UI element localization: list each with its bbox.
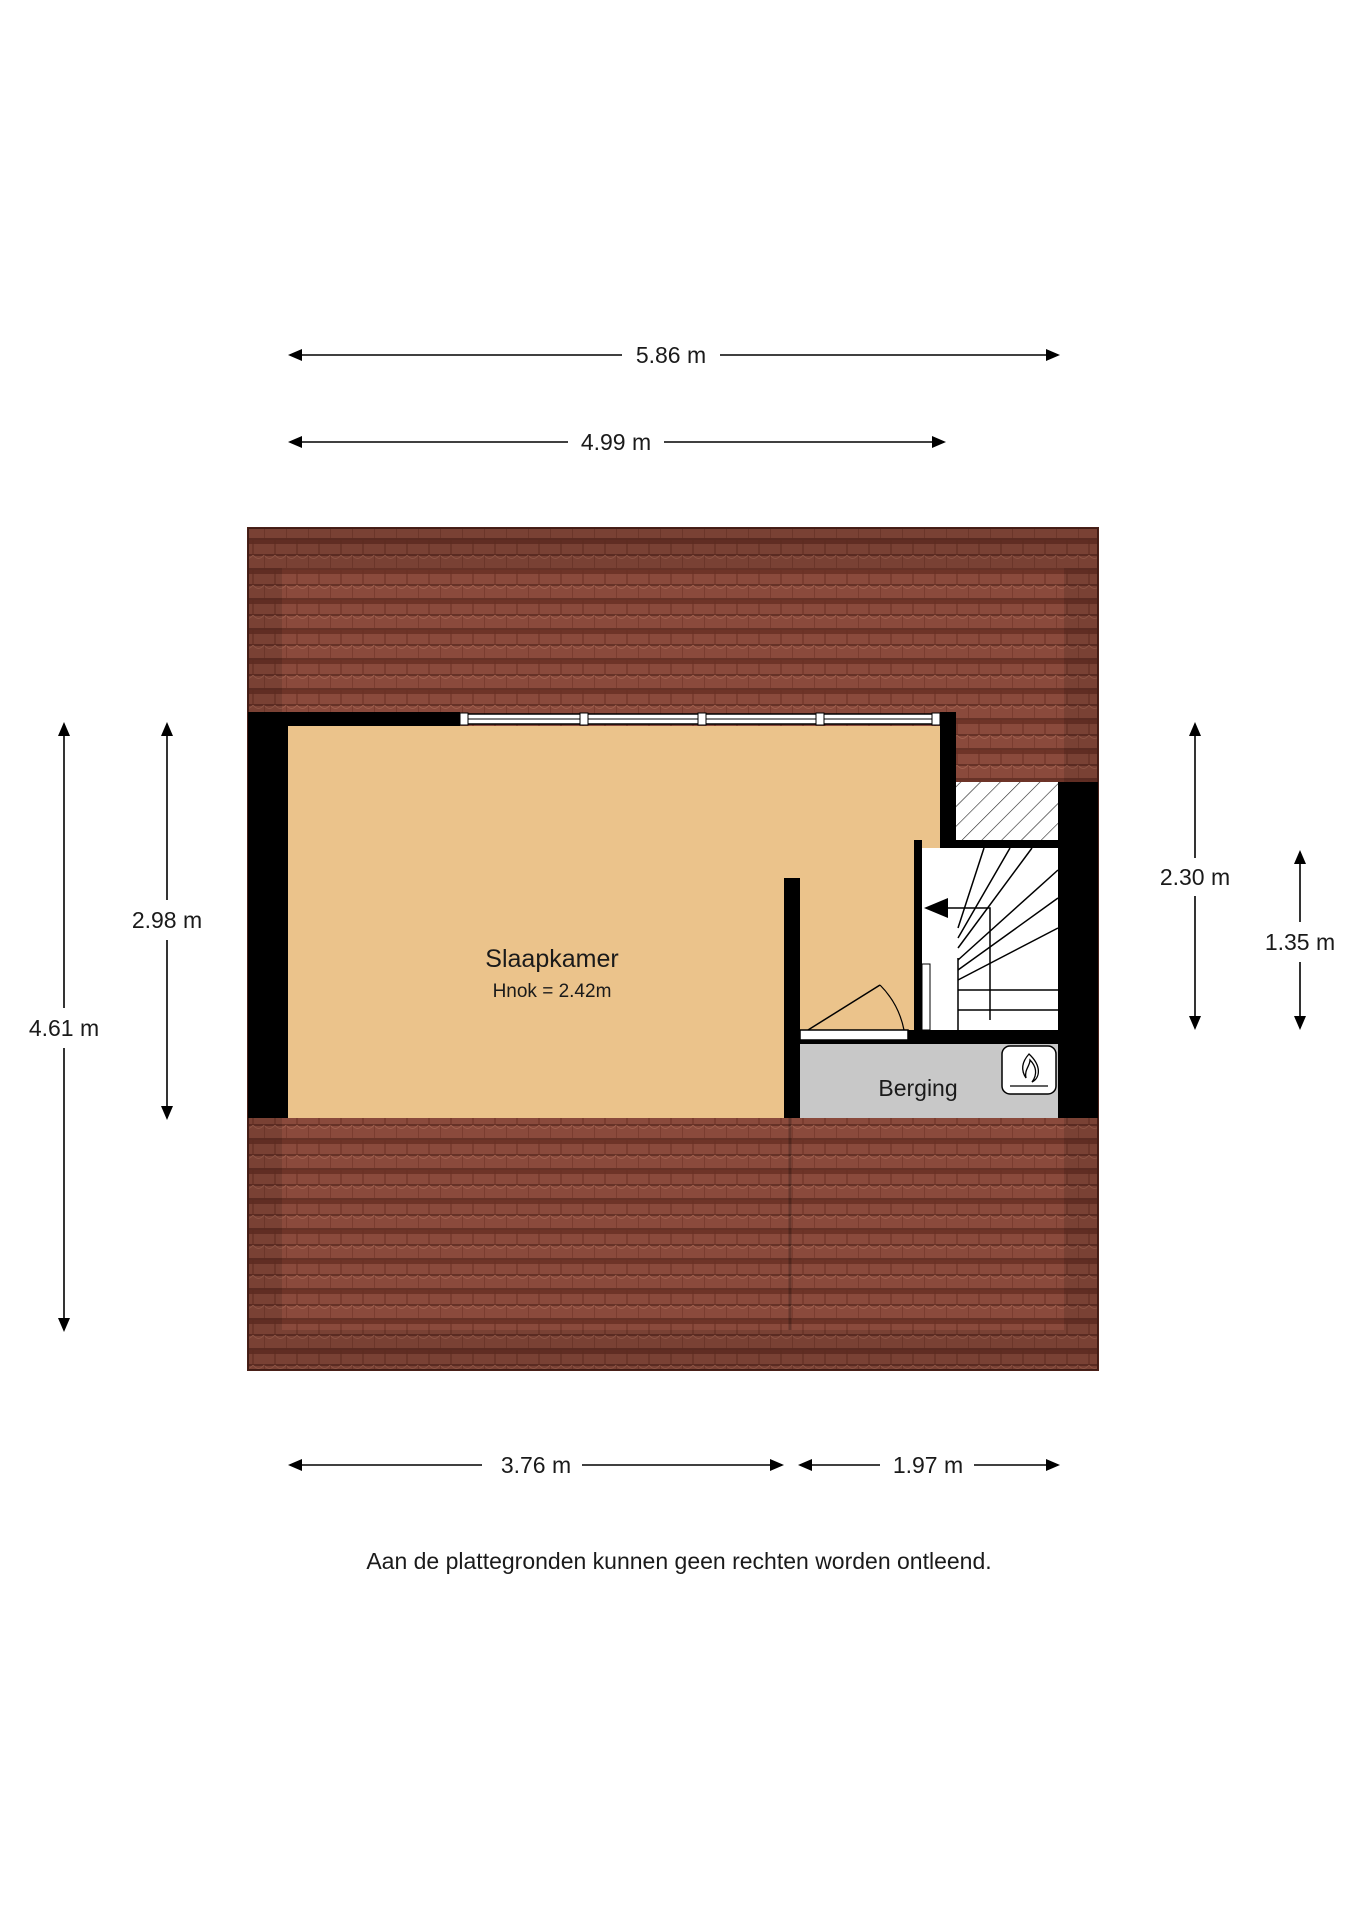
- window: [459, 712, 941, 726]
- storage-name: Berging: [878, 1075, 957, 1101]
- dimension-label: 4.61 m: [29, 1015, 99, 1041]
- dimension-left-inner: 2.98 m: [132, 722, 202, 1120]
- dimension-bottom-left: 3.76 m: [288, 1452, 784, 1478]
- dimension-label: 2.30 m: [1160, 864, 1230, 890]
- dimension-top-inner: 4.99 m: [288, 429, 946, 455]
- dimension-label: 1.35 m: [1265, 929, 1335, 955]
- boiler-icon: [1001, 1045, 1057, 1095]
- stair-direction-arrow-icon: [924, 898, 948, 918]
- staircase: [921, 847, 1059, 1031]
- disclaimer-text: Aan de plattegronden kunnen geen rechten…: [366, 1548, 992, 1574]
- dimension-label: 2.98 m: [132, 907, 202, 933]
- bedroom-floor: [288, 726, 944, 1118]
- bedroom-name: Slaapkamer: [485, 945, 618, 973]
- dimension-label: 1.97 m: [893, 1452, 963, 1478]
- roof-overhang-hatch: [956, 714, 1058, 840]
- dimension-label: 3.76 m: [501, 1452, 571, 1478]
- door[interactable]: [799, 984, 909, 1041]
- dimension-label: 4.99 m: [581, 429, 651, 455]
- dimension-bottom-right: 1.97 m: [798, 1452, 1060, 1478]
- bedroom-height: Hnok = 2.42m: [493, 981, 612, 1002]
- dimension-left-total: 4.61 m: [29, 722, 99, 1332]
- dimension-right-outer: 2.30 m: [1160, 722, 1230, 1030]
- dimension-top-total: 5.86 m: [288, 342, 1060, 368]
- dimension-right-inner: 1.35 m: [1265, 850, 1335, 1030]
- dimension-label: 5.86 m: [636, 342, 706, 368]
